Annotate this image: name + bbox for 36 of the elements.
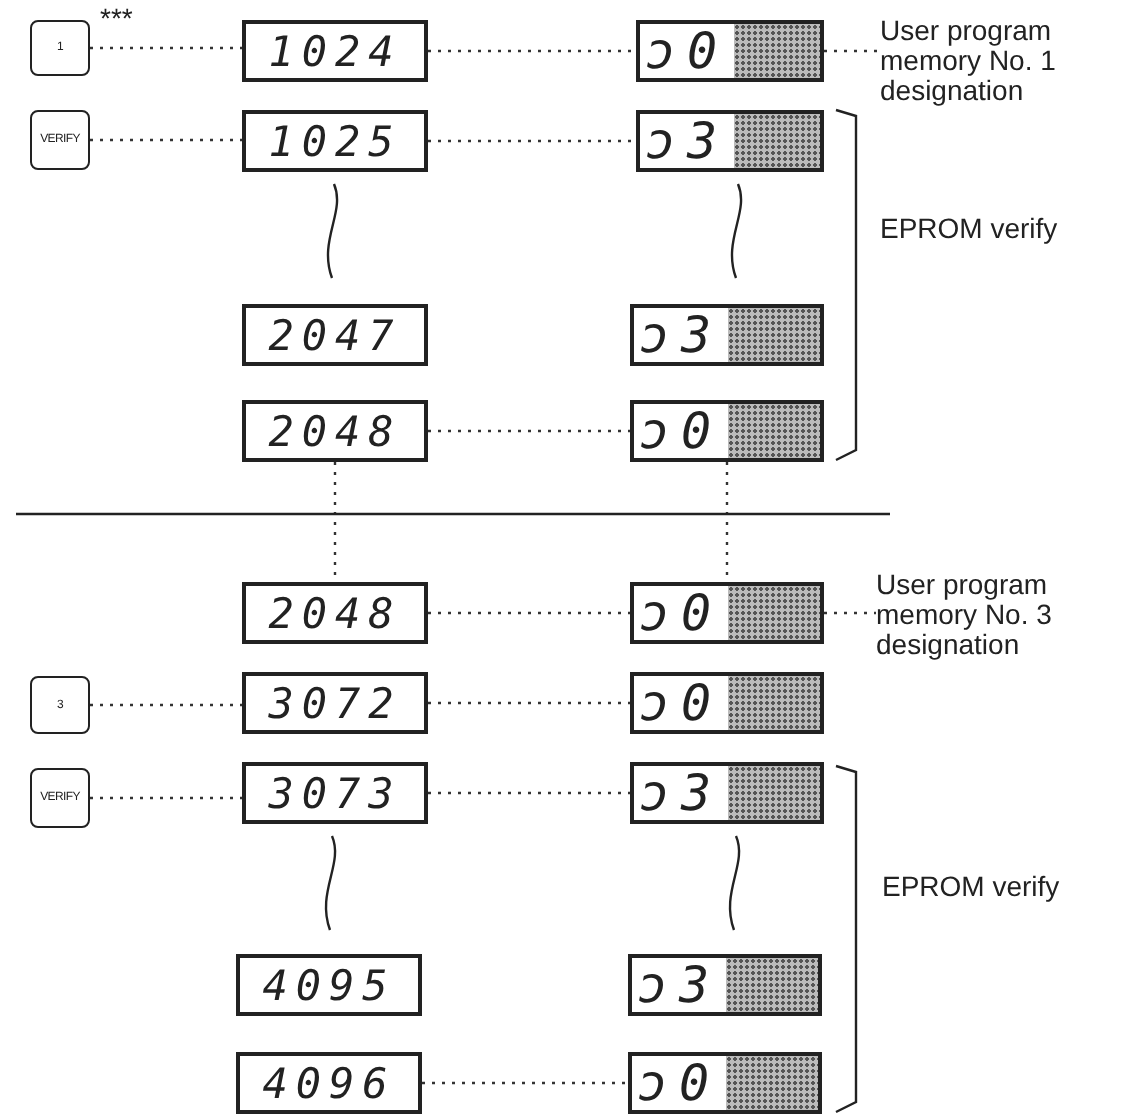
- leader-line: [428, 429, 630, 433]
- segment-display: ɔ0: [628, 1052, 822, 1114]
- footnote-mark: ***: [100, 2, 133, 34]
- segment-display: 2048: [242, 582, 428, 644]
- leader-line: [90, 46, 242, 50]
- leader-line: [428, 611, 630, 615]
- segment-display: 3072: [242, 672, 428, 734]
- segment-display: 4096: [236, 1052, 422, 1114]
- bracket-label: EPROM verify: [880, 212, 1058, 244]
- leader-line: [428, 49, 636, 53]
- segment-display: 3073: [242, 762, 428, 824]
- leader-line: [90, 796, 242, 800]
- segment-display: ɔ0: [636, 20, 824, 82]
- segment-display: 1024: [242, 20, 428, 82]
- bracket-label: EPROM verify: [882, 870, 1060, 902]
- segment-display: 2047: [242, 304, 428, 366]
- segment-display: ɔ3: [628, 954, 822, 1016]
- segment-display: ɔ3: [636, 110, 824, 172]
- segment-display: ɔ0: [630, 400, 824, 462]
- segment-display: 1025: [242, 110, 428, 172]
- segment-display: ɔ3: [630, 304, 824, 366]
- leader-line: [90, 138, 242, 142]
- leader-line: [90, 703, 242, 707]
- leader-line: [824, 611, 876, 615]
- segment-display: ɔ0: [630, 672, 824, 734]
- leader-line: [422, 1081, 628, 1085]
- segment-display: 4095: [236, 954, 422, 1016]
- segment-display: ɔ0: [630, 582, 824, 644]
- segment-display: ɔ3: [630, 762, 824, 824]
- leader-line: [428, 139, 636, 143]
- annotation-text: User program memory No. 1 designation: [880, 16, 1120, 106]
- leader-line: [428, 701, 630, 705]
- annotation-text: User program memory No. 3 designation: [876, 570, 1116, 660]
- segment-display: 2048: [242, 400, 428, 462]
- leader-line: [428, 791, 630, 795]
- leader-line: [824, 49, 880, 53]
